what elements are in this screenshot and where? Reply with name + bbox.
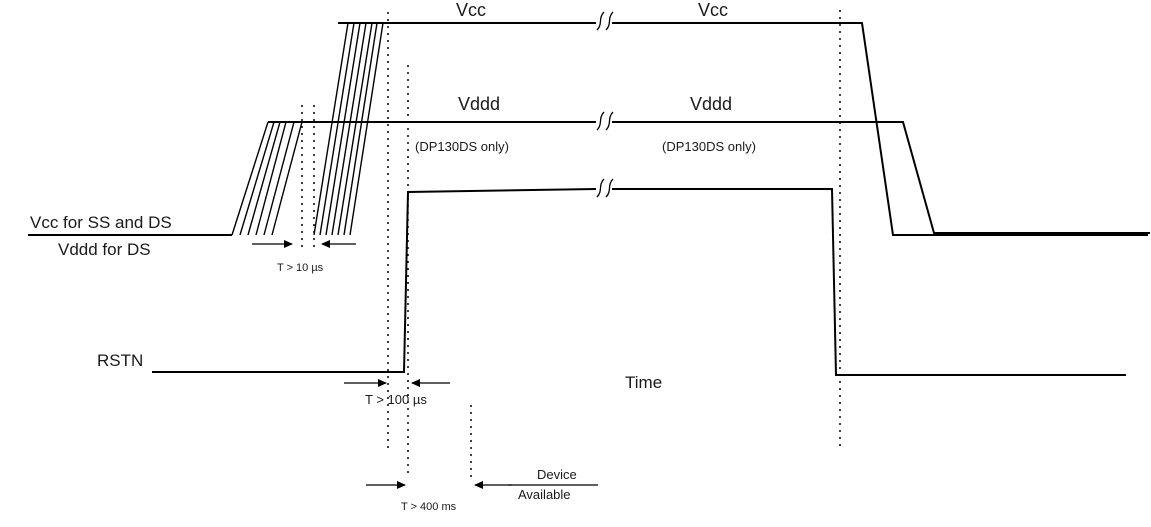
device-available-line1: Device	[537, 467, 577, 482]
vddd-label-right: Vddd	[690, 94, 732, 114]
vddd-ramp-family	[231, 121, 303, 236]
rstn-waveform	[152, 178, 1126, 376]
vddd-note-left: (DP130DS only)	[415, 139, 509, 154]
ready-delay-label: T > 400 ms	[401, 501, 457, 513]
supply-delay-label: T > 10 µs	[277, 262, 324, 274]
vcc-waveform	[313, 11, 1148, 236]
supply-delay-arrows	[252, 240, 356, 248]
device-available-line2: Available	[518, 487, 571, 502]
time-axis-label: Time	[625, 373, 662, 392]
reset-delay-arrows	[344, 379, 450, 387]
vddd-waveform	[28, 111, 1150, 236]
timing-guides	[301, 10, 841, 478]
vcc-break-mark	[596, 11, 605, 31]
vcc-label-left: Vcc	[456, 0, 486, 20]
rstn-label: RSTN	[97, 351, 143, 370]
reset-delay-label: T > 100 µs	[365, 392, 427, 407]
vddd-note-right: (DP130DS only)	[662, 139, 756, 154]
vddd-label-left: Vddd	[458, 94, 500, 114]
vddd-break-mark	[596, 111, 605, 131]
supply-label-line2: Vddd for DS	[58, 240, 151, 259]
rstn-break-mark	[596, 178, 605, 198]
supply-label-line1: Vcc for SS and DS	[30, 213, 172, 232]
vcc-label-right: Vcc	[698, 0, 728, 20]
ready-delay-arrows	[366, 481, 598, 489]
vcc-ramp-family	[313, 22, 384, 236]
